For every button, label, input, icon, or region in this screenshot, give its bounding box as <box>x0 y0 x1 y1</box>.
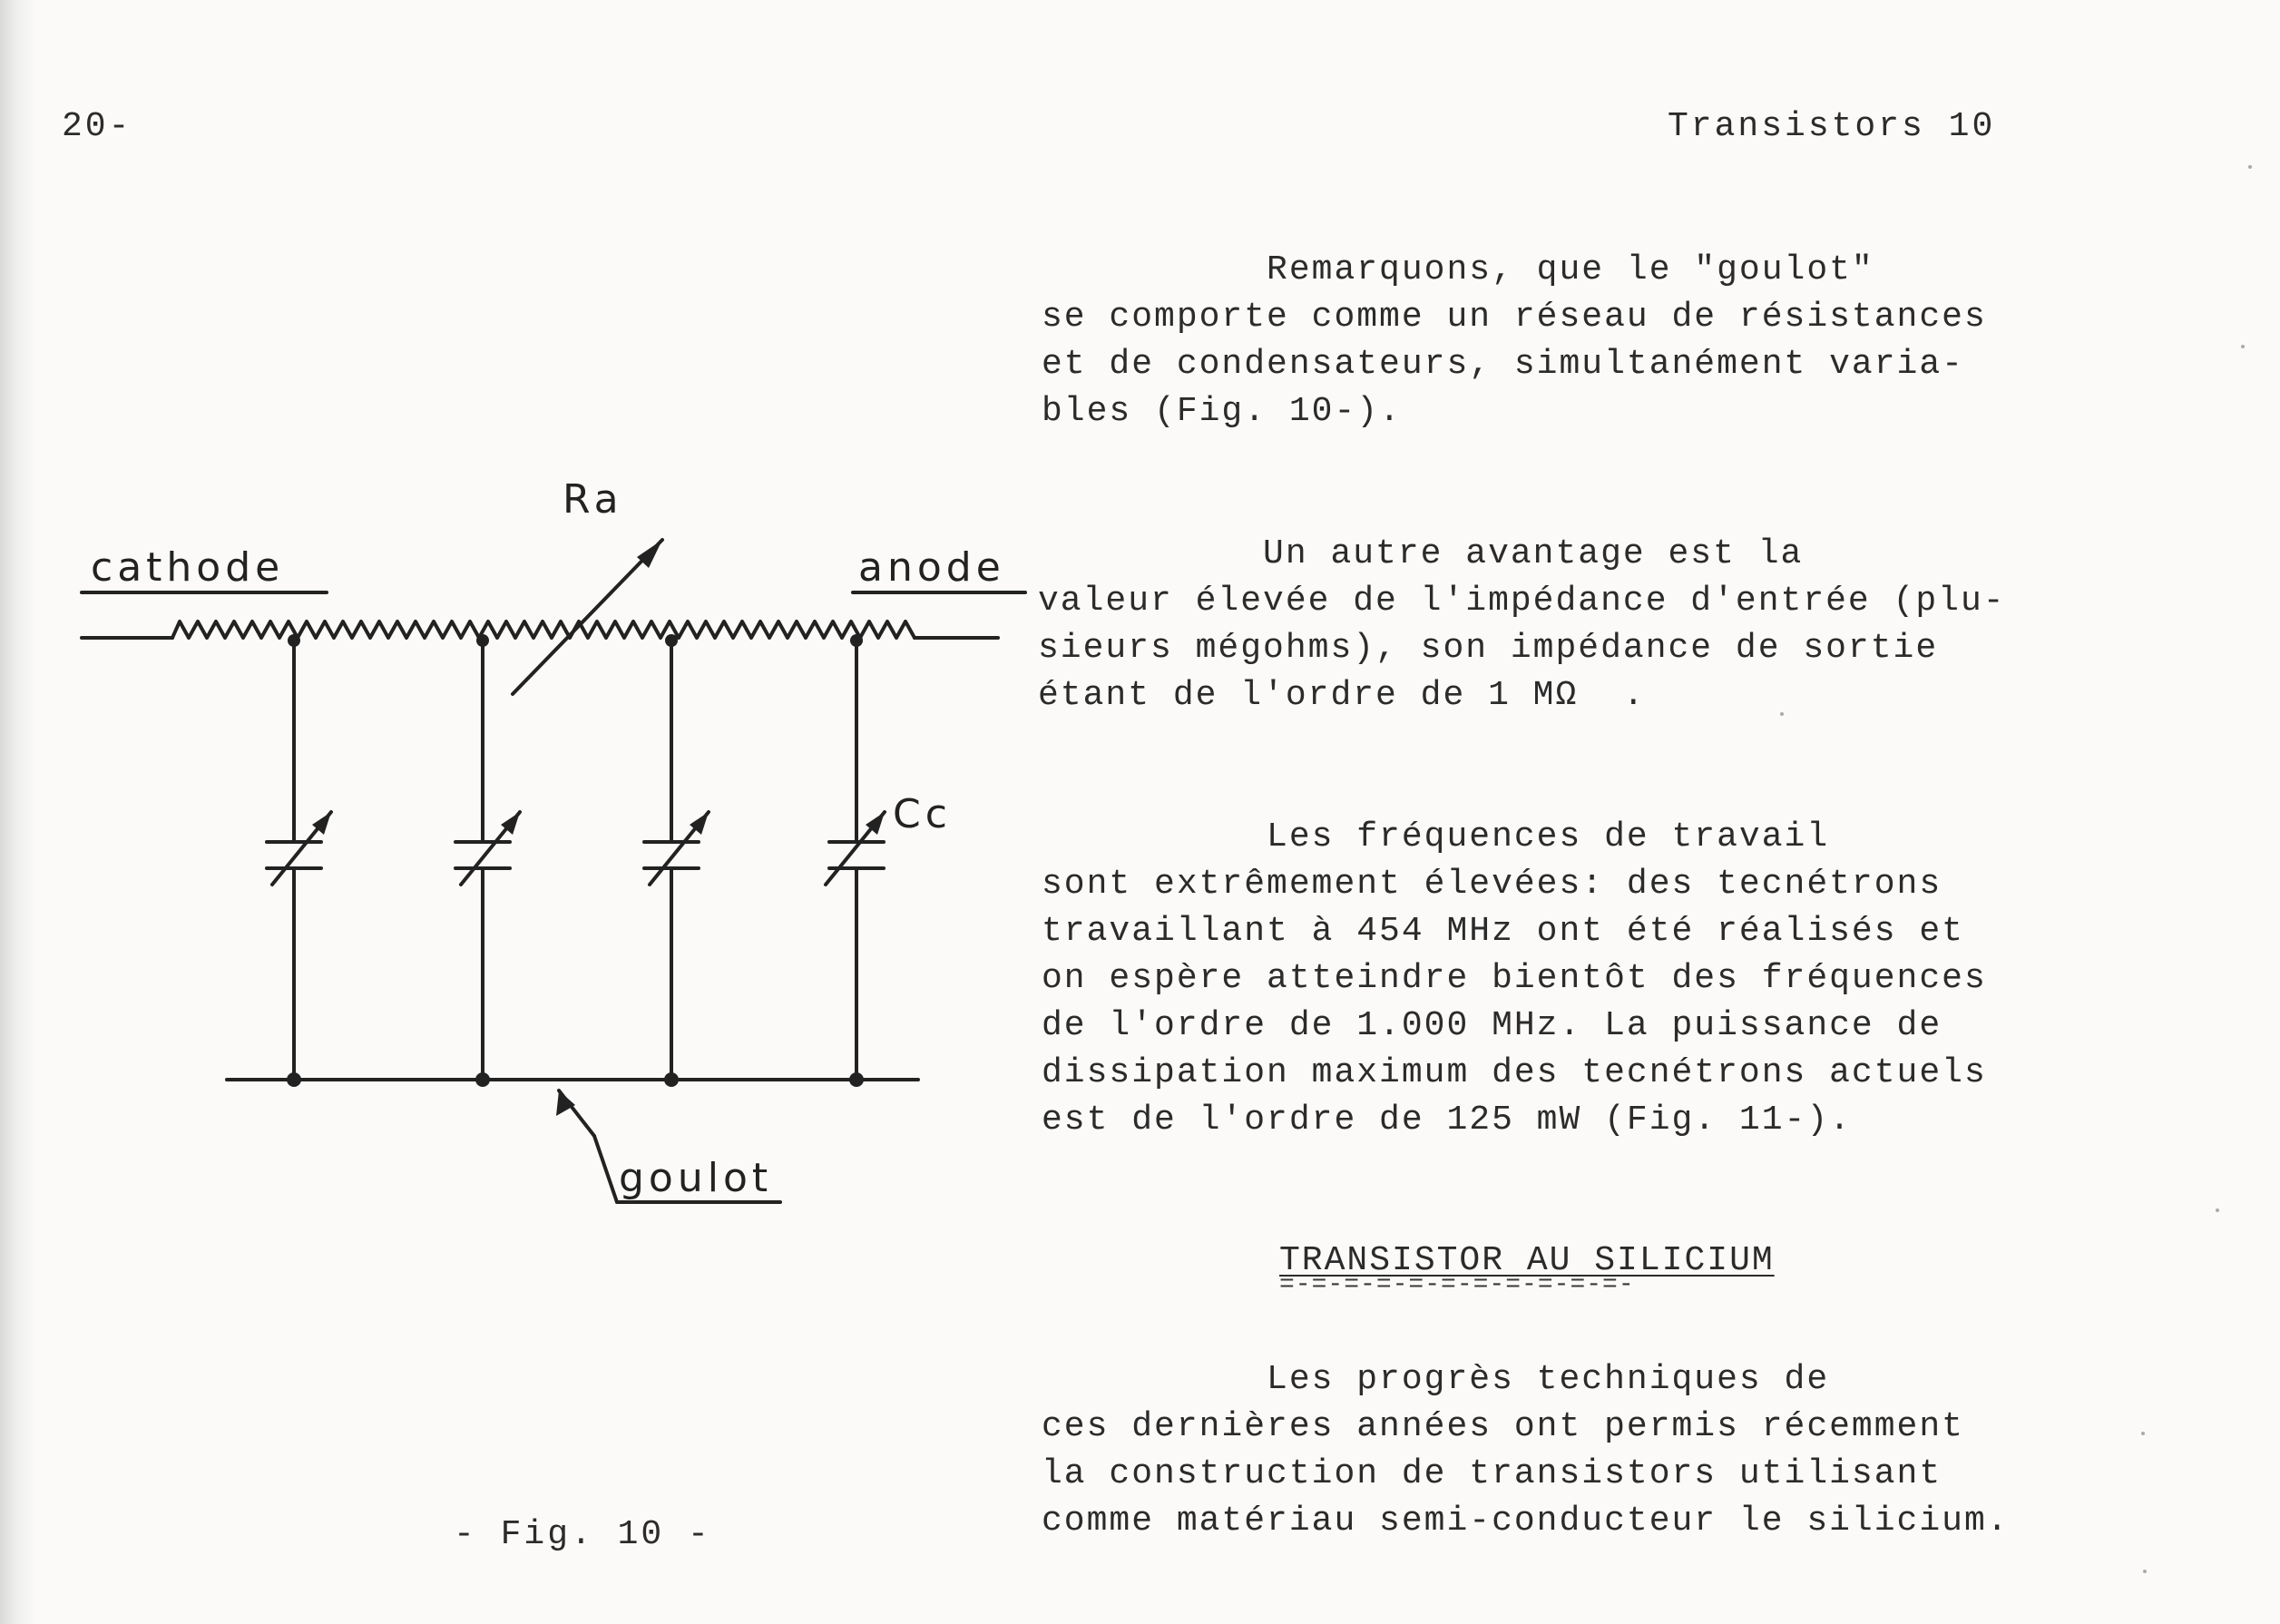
paragraph-impedance: Un autre avantage est la valeur élevée d… <box>1038 531 2127 719</box>
resistor-zigzag <box>171 620 916 640</box>
junction-dot <box>475 1072 490 1087</box>
text-line: on espère atteindre bientôt des fréquenc… <box>1042 959 1987 998</box>
page-shadow-edge <box>0 0 36 1624</box>
text-line: et de condensateurs, simultanément varia… <box>1042 345 1964 384</box>
text-line: étant de l'ordre de 1 MΩ . <box>1038 676 1646 715</box>
text-line: de l'ordre de 1.000 MHz. La puissance de <box>1042 1006 1942 1045</box>
goulot-label: goulot <box>619 1155 772 1201</box>
capacitor-4-arrowhead <box>866 812 885 835</box>
section-heading: TRANSISTOR AU SILICIUM =-=-=-=-=-=-=-=-=… <box>1279 1241 1775 1299</box>
text-line: Les progrès techniques de <box>1042 1360 1830 1399</box>
section-dash-rule: =-=-=-=-=-=-=-=-=-=-=- <box>1279 1271 1635 1299</box>
goulot-arrowhead <box>556 1091 575 1116</box>
text-line: est de l'ordre de 125 mW (Fig. 11-). <box>1042 1101 1852 1140</box>
junction-dot <box>288 634 300 647</box>
junction-dot <box>476 634 489 647</box>
junction-dot <box>849 1072 864 1087</box>
text-line: sieurs mégohms), son impédance de sortie <box>1038 629 1939 668</box>
paragraph-goulot-network: Remarquons, que le "goulot" se comporte … <box>1042 247 2130 435</box>
scan-speck <box>2141 1432 2145 1435</box>
junction-dot <box>664 1072 679 1087</box>
resistor-arrowhead <box>637 540 662 568</box>
circuit-diagram: cathode anode Ra Cc goulot <box>80 476 1027 1204</box>
capacitor-1-arrowhead <box>312 812 331 835</box>
goulot-pointer-line <box>592 1134 619 1204</box>
scan-speck <box>2241 345 2245 348</box>
text-line: comme matériau semi-conducteur le silici… <box>1042 1502 2010 1541</box>
text-line: Un autre avantage est la <box>1038 534 1804 573</box>
text-line: la construction de transistors utilisant <box>1042 1454 1942 1493</box>
text-line: valeur élevée de l'impédance d'entrée (p… <box>1038 582 2006 621</box>
text-line: Les fréquences de travail <box>1042 817 1830 856</box>
text-line: bles (Fig. 10-). <box>1042 392 1402 431</box>
anode-label: anode <box>858 544 1005 591</box>
capacitor-3-arrowhead <box>690 812 709 835</box>
resistor-variable-arrow <box>511 538 664 696</box>
scan-speck <box>2216 1208 2219 1212</box>
capacitor-label: Cc <box>893 791 952 837</box>
figure-caption: - Fig. 10 - <box>454 1515 711 1554</box>
capacitor-2-arrowhead <box>501 812 520 835</box>
junction-dot <box>287 1072 301 1087</box>
text-line: dissipation maximum des tecnétrons actue… <box>1042 1053 1987 1092</box>
text-line: Remarquons, que le "goulot" <box>1042 250 1874 289</box>
junction-dot <box>665 634 678 647</box>
section-title: TRANSISTOR AU SILICIUM <box>1279 1241 1775 1280</box>
resistor-label: Ra <box>563 476 623 523</box>
page-number: 20- <box>62 107 132 146</box>
scan-speck <box>2143 1570 2147 1573</box>
scan-speck <box>2248 165 2252 169</box>
paragraph-frequencies: Les fréquences de travail sont extrêmeme… <box>1042 814 2130 1144</box>
text-line: travaillant à 454 MHz ont été réalisés e… <box>1042 912 1964 951</box>
paragraph-silicon: Les progrès techniques de ces dernières … <box>1042 1356 2130 1545</box>
text-line: se comporte comme un réseau de résistanc… <box>1042 298 1987 337</box>
cathode-label: cathode <box>91 544 284 591</box>
scan-speck <box>1780 712 1784 716</box>
text-line: ces dernières années ont permis récemmen… <box>1042 1407 1964 1446</box>
running-title: Transistors 10 <box>1668 107 1996 146</box>
text-line: sont extrêmement élevées: des tecnétrons <box>1042 865 1942 904</box>
junction-dot <box>850 634 863 647</box>
